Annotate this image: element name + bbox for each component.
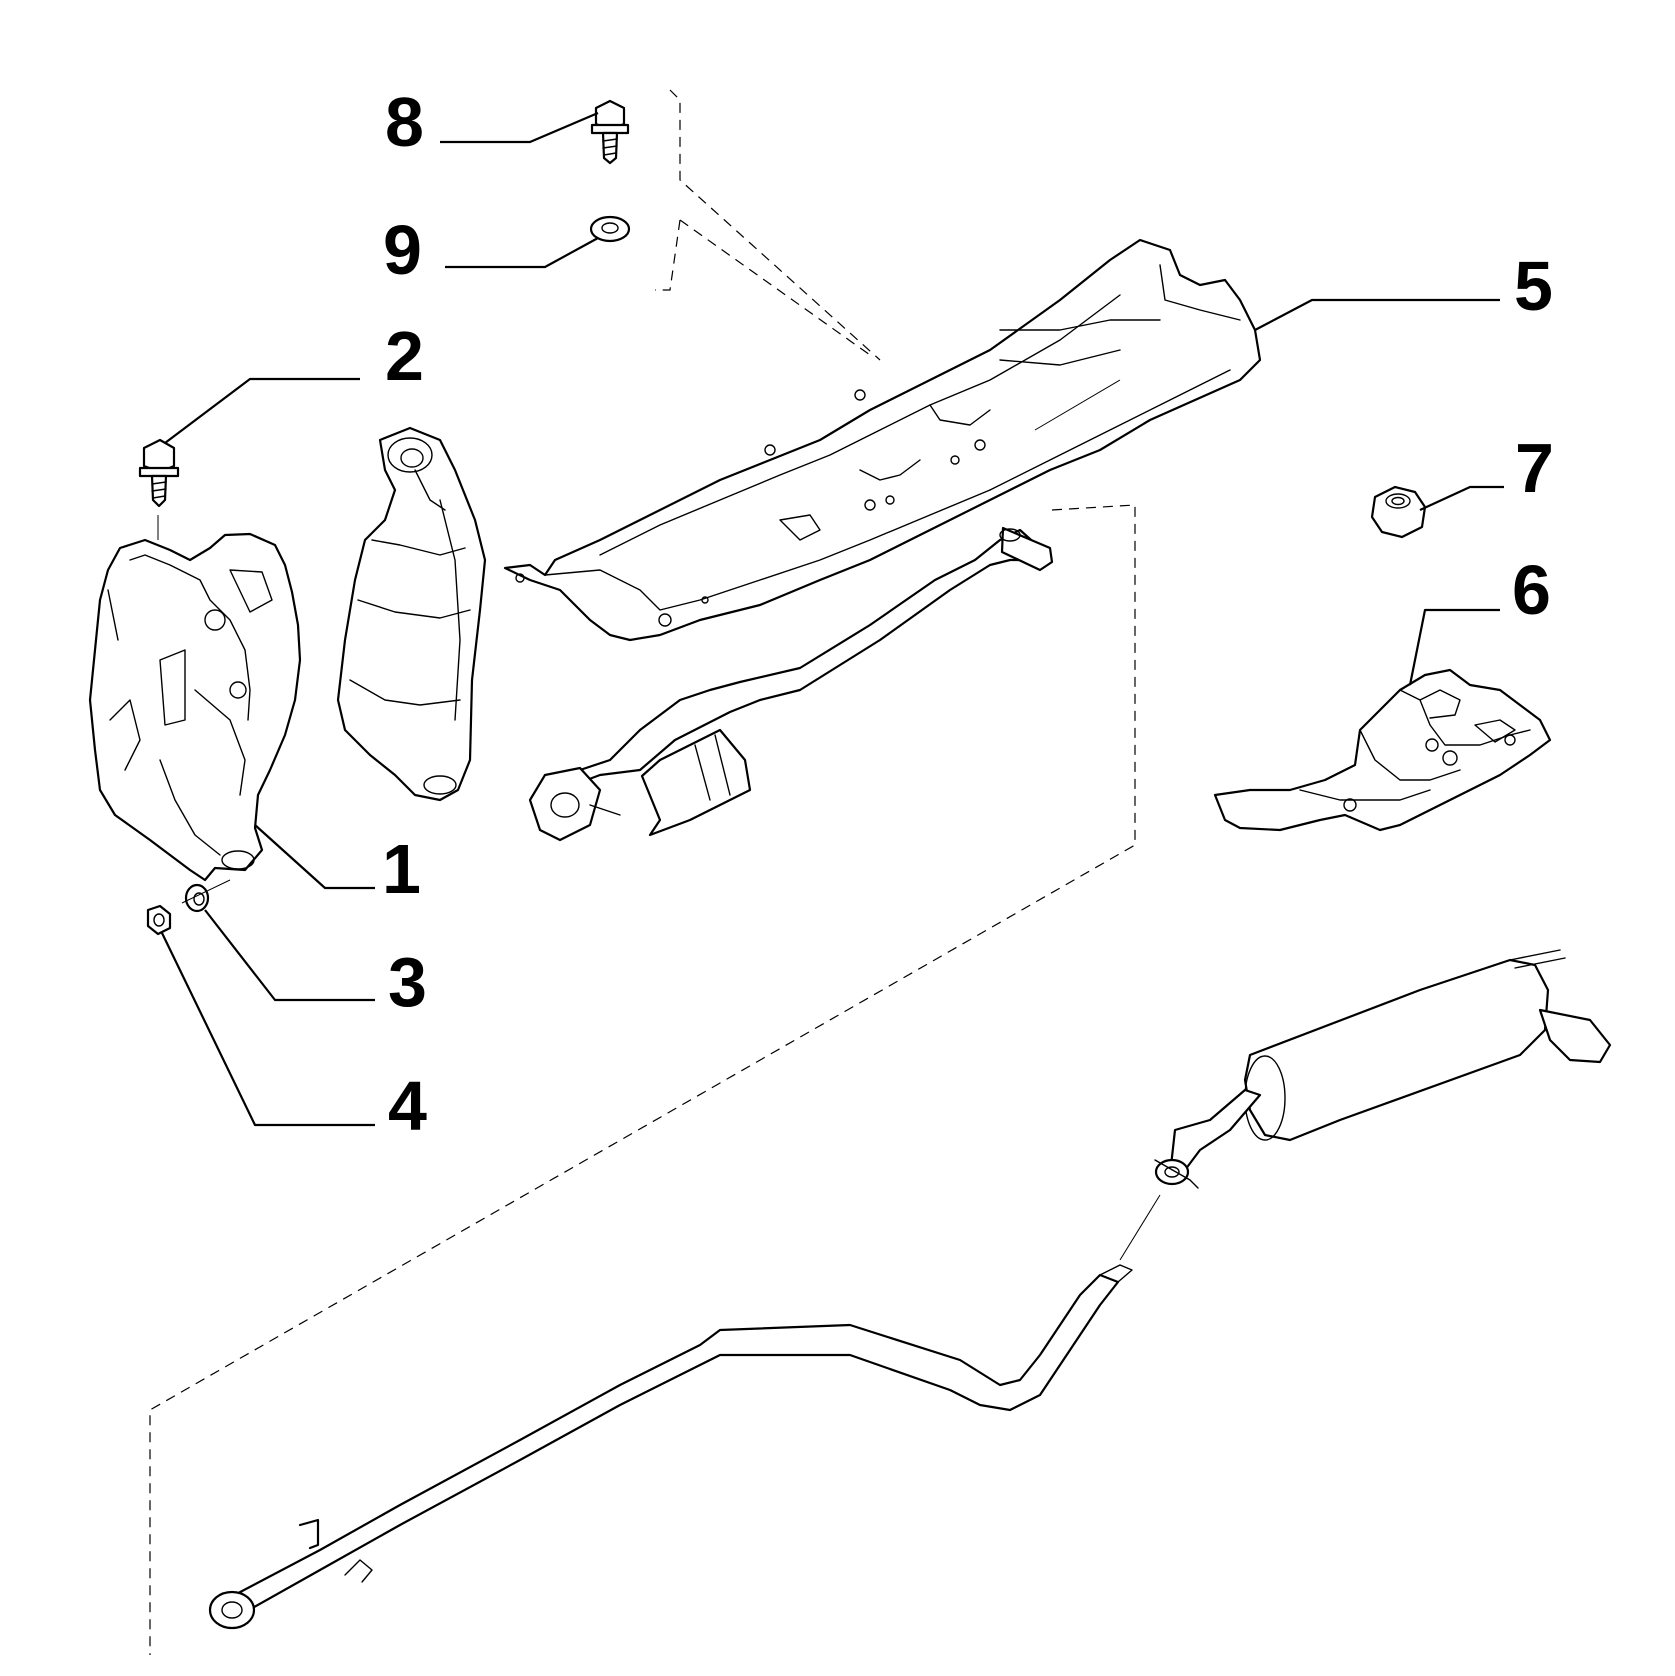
callout-9: 9	[383, 211, 422, 289]
part-3-washer	[184, 883, 210, 913]
part-1-heat-shield	[88, 515, 302, 882]
part-9-washer	[589, 215, 631, 243]
callout-4: 4	[388, 1067, 427, 1145]
middle-pipe	[208, 1264, 1133, 1630]
callout-7: 7	[1515, 429, 1554, 507]
callout-5: 5	[1514, 247, 1553, 325]
catalytic-converter	[336, 426, 487, 802]
callout-3: 3	[388, 943, 427, 1021]
part-7-nut	[1370, 485, 1427, 539]
callout-8: 8	[385, 83, 424, 161]
part-2-bolt	[138, 438, 180, 508]
part-5-underbody-heat-shield	[503, 238, 1262, 642]
callout-2: 2	[385, 317, 424, 395]
leader-lines	[161, 111, 1504, 1127]
callout-labels: 8 9 2 1 3 4 5 7 6	[382, 83, 1554, 1145]
part-8-bolt	[590, 99, 630, 165]
callout-1: 1	[382, 830, 421, 908]
group-boundary-lines	[149, 89, 1136, 1655]
callout-6: 6	[1512, 551, 1551, 629]
part-4-nut	[146, 879, 231, 936]
front-pipe	[528, 526, 1054, 842]
rear-muffler	[1119, 949, 1612, 1261]
part-6-rear-heat-shield	[1213, 668, 1552, 832]
